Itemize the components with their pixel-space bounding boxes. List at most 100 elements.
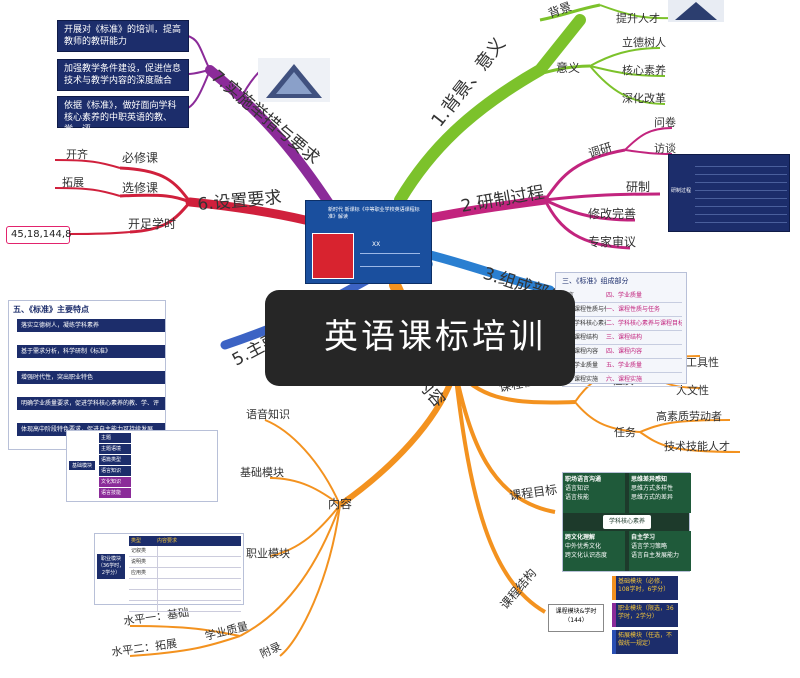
branch-2-line <box>415 195 550 225</box>
b4-nr-yy <box>264 419 341 506</box>
b4-goal-cell-sub: 思维方式的差异 <box>631 494 674 501</box>
b7-box3-line <box>187 69 211 109</box>
b4-zhiye-head-cell: 类型 <box>131 538 142 544</box>
b6-leaf2 <box>54 187 121 197</box>
pyramid-diagram-left <box>258 58 330 102</box>
b2-item-4: 专家审议 <box>588 234 636 249</box>
b4-struct-items: 基础模块（必修，108学时，6学分）职业模块（限选，36学时，2学分）拓展模块（… <box>612 576 678 657</box>
b2-process-panel: 研制过程 <box>668 154 790 232</box>
branch-3-line <box>425 250 555 295</box>
b3-row: 四、课程内容四、课程内容 <box>562 345 682 359</box>
b2-dy-sub1 <box>624 127 673 151</box>
b4-nr-xy <box>239 504 341 637</box>
b4-nr-item-2: 基础模块 <box>240 466 284 479</box>
b4-xz-item-1: 工具性 <box>686 355 719 369</box>
back-arrow-icon[interactable] <box>268 305 296 371</box>
b4-goal-cell-sub: 语言自主发展能力 <box>631 552 680 559</box>
b1-yy-label: 意义 <box>556 60 580 75</box>
b4-jichu-row: 文化知识 <box>99 477 131 487</box>
b4-zhiye-row <box>129 601 241 612</box>
b4-goal-cell: 自主学习语言学习策略语言自主发展能力 <box>629 531 691 571</box>
b4-zhiye-panel: 职业模块（36学时，2学分） 类型 内容要求记叙类说明类应用类 <box>94 533 244 612</box>
b4-zhiye-row-fill <box>157 568 241 578</box>
b4-zhiye-row-type <box>129 579 157 589</box>
b3-row-right: 三、课程结构 <box>606 334 643 341</box>
b3-row-left: 六、课程实施 <box>562 376 599 383</box>
b2-dy-sub-2: 访谈 <box>654 142 676 155</box>
b3-row-right: 四、学业质量 <box>606 292 643 299</box>
b4-zhiye-row-type: 说明类 <box>131 559 147 565</box>
b4-zhiye-row: 应用类 <box>129 568 241 579</box>
b3-rows: 前言四、学业质量一、课程性质与任务一、课程性质与任务二、学科核心素养二、学科核心… <box>562 289 682 387</box>
b4-zhiye-head-cell: 内容要求 <box>157 538 178 544</box>
b7-box2-line <box>187 69 211 75</box>
b2-dy-sub-1: 问卷 <box>654 115 676 129</box>
slide-title: 新时代 新课标《中等职业学校英语课程标准》解读 <box>328 207 420 220</box>
b4-jichu-rows: 主题主题语境语篇类型语言知识文化知识语言技能 <box>99 433 215 499</box>
slide-lines <box>360 253 420 267</box>
b7-box-2: 加强教学条件建设，促进信息技术与教学内容的深度融合 <box>57 59 189 91</box>
b4-jg <box>453 369 547 614</box>
b4-nr-jc <box>269 477 341 506</box>
b4-jichu-row: 语篇类型 <box>99 455 131 465</box>
b3-row: 二、学科核心素养二、学科核心素养与课程目标 <box>562 317 682 331</box>
b3-row-right: 二、学科核心素养与课程目标 <box>606 320 682 327</box>
b4-jichu-label: 基础模块 <box>69 461 95 470</box>
b4-nr-item-3: 职业模块 <box>246 547 290 560</box>
b4-goal-center: 学科核心素养 <box>603 515 651 529</box>
b4-zhiye-row-fill <box>157 590 241 600</box>
b4-zhiye-row-type <box>129 590 157 600</box>
b7-box1-line <box>187 35 211 71</box>
b1-yy-sub2 <box>589 65 666 77</box>
page-title: 英语课标培训 <box>324 317 546 357</box>
b4-rw-item-2: 技术技能人才 <box>664 439 730 453</box>
b6-bx <box>119 166 192 203</box>
b3-row: 前言四、学业质量 <box>562 289 682 303</box>
b4-rw-item-1: 高素质劳动者 <box>656 409 722 423</box>
b4-nr-fl <box>279 504 341 657</box>
b1-yy-sub3 <box>589 65 666 105</box>
title-banner[interactable] <box>265 290 575 386</box>
b4-goal-cell-title: 思维差异感知 <box>631 476 668 483</box>
b6-leaf-1: 开齐 <box>66 147 88 161</box>
b2-dy-sub2 <box>624 149 673 155</box>
b3-row-right: 四、课程内容 <box>606 348 643 355</box>
b4-goal-cell-sub: 语言技能 <box>565 494 590 501</box>
b6-item-1: 必修课 <box>122 150 158 165</box>
b5-feature-item: 落实立德树人，凝练学科素养 <box>17 319 165 332</box>
b4-zhiye-row-type: 记叙类 <box>131 548 147 554</box>
b6-item-2: 选修课 <box>122 180 158 195</box>
b6-leaf-2: 拓展 <box>62 175 84 189</box>
b3-row: 三、课程结构三、课程结构 <box>562 331 682 345</box>
b2-item-3: 修改完善 <box>588 206 636 221</box>
b2-dy-line <box>543 148 626 201</box>
b4-jichu-panel: 基础模块 主题主题语境语篇类型语言知识文化知识语言技能 <box>66 430 218 502</box>
b4-struct-item: 职业模块（限选，36学时，2学分） <box>612 603 678 627</box>
b4-goal-cell-sub: 跨文化认识态度 <box>565 552 608 559</box>
b2-yz-line <box>544 192 661 202</box>
b3-row-left: 二、学科核心素养 <box>562 320 606 327</box>
b4-zhiye-label: 职业模块（36学时，2学分） <box>97 554 125 579</box>
b6-item-3: 开足学时 <box>128 216 176 231</box>
b4-xz-item-2: 人文性 <box>676 383 709 397</box>
b3-row: 六、课程实施六、课程实施 <box>562 373 682 387</box>
branch-2-label: 2.研制过程 <box>459 183 545 217</box>
b6-xx <box>119 193 191 204</box>
branch-7-line <box>205 65 335 210</box>
b6-leaf1 <box>54 159 121 169</box>
b4-zhiye-row-type: 应用类 <box>131 570 147 576</box>
b4-goal-cell-sub: 语言学习策略 <box>631 543 668 550</box>
b1-yy-sub1 <box>589 47 661 67</box>
b4-goal-cell-sub: 语言知识 <box>565 485 590 492</box>
b4-goal-cell-sub: 中外优秀文化 <box>565 543 602 550</box>
b4-goal-cell-title: 自主学习 <box>631 534 656 541</box>
b4-struct-root: 课程模块&学时（144） <box>548 604 604 632</box>
b4-goal-cell-sub: 思维方式多样性 <box>631 485 674 492</box>
b4-mb <box>453 369 556 514</box>
b5-items: 落实立德树人，凝练学科素养基于需求分析，科学研制《标准》增强时代性，突出职业特色… <box>17 319 165 449</box>
b6-hours-box: 45,18,144,8 <box>6 226 71 244</box>
b1-bg-line <box>539 3 601 22</box>
b3-row-left: 一、课程性质与任务 <box>562 306 606 313</box>
b2-item-1: 调研 <box>587 140 614 161</box>
